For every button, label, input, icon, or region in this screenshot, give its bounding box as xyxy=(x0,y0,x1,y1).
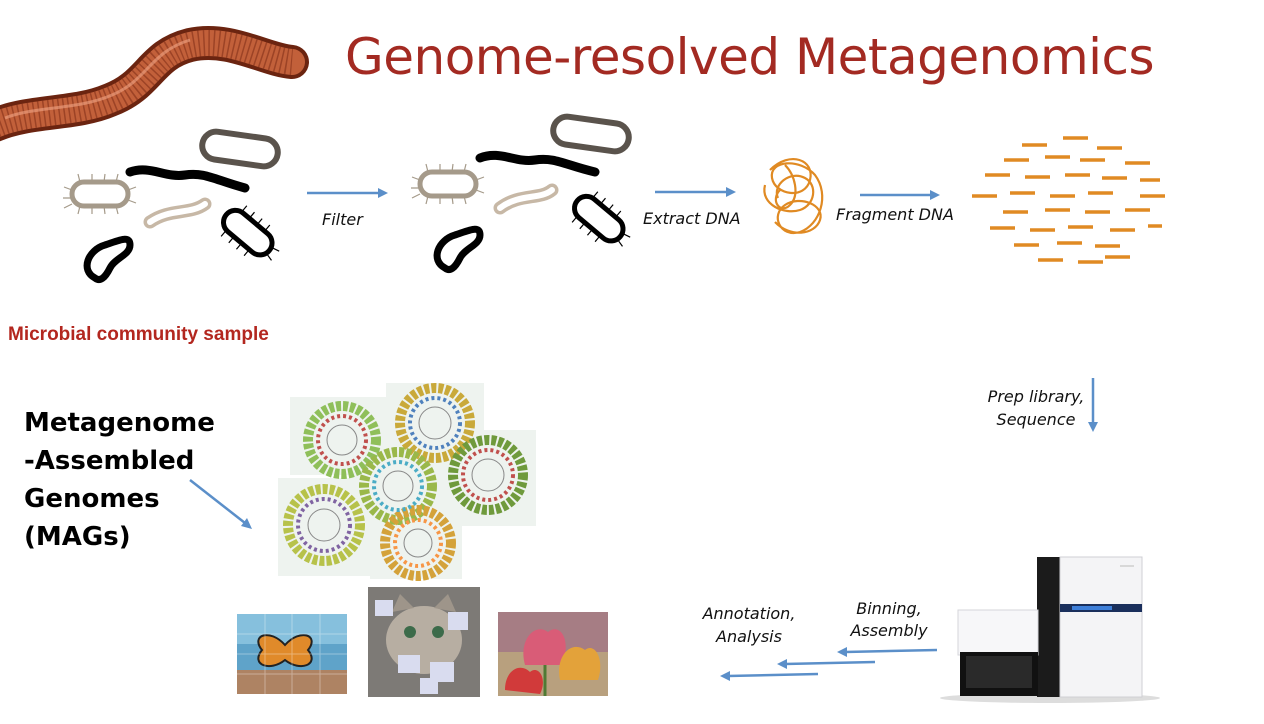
earthworm-image xyxy=(0,26,309,142)
prep-library-line2: Sequence xyxy=(996,410,1076,429)
page-title: Genome-resolved Metagenomics xyxy=(345,28,1155,86)
puzzle-butterfly-image xyxy=(237,614,347,694)
mags-line4: (MAGs) xyxy=(24,522,131,552)
sequencer-image xyxy=(940,556,1160,703)
arrow-annotation xyxy=(720,671,819,681)
arrow-binning xyxy=(837,647,938,657)
arrow-extract xyxy=(655,187,736,197)
fragment-dna-label: Fragment DNA xyxy=(836,205,954,224)
binning-line2: Assembly xyxy=(850,621,928,640)
extract-dna-label: Extract DNA xyxy=(643,209,741,228)
microbial-sample-label: Microbial community sample xyxy=(8,324,269,345)
arrow-mags xyxy=(189,479,252,529)
prep-library-line1: Prep library, xyxy=(987,387,1085,406)
annotation-line2: Analysis xyxy=(716,627,782,646)
binning-line1: Binning, xyxy=(856,599,922,618)
annotation-label: Annotation, Analysis xyxy=(694,602,804,648)
puzzle-tulips-image xyxy=(498,612,608,696)
dna-tangle xyxy=(763,158,824,235)
annotation-line1: Annotation, xyxy=(702,604,796,623)
arrow-fragment xyxy=(860,190,940,200)
puzzle-kitten-image xyxy=(368,587,480,697)
filter-label: Filter xyxy=(322,210,363,229)
mags-line3: Genomes xyxy=(24,484,160,514)
arrow-sequence xyxy=(1088,378,1098,432)
flow-arrows xyxy=(189,187,1098,681)
arrow-mid xyxy=(777,659,876,669)
microbes-community xyxy=(63,128,281,283)
binning-label: Binning, Assembly xyxy=(836,598,942,642)
mags-label: Metagenome -Assembled Genomes (MAGs) xyxy=(24,404,264,556)
dna-fragments xyxy=(972,136,1165,264)
mags-line1: Metagenome xyxy=(24,408,215,438)
mag-circular-genomes xyxy=(278,383,536,581)
microbes-filtered xyxy=(411,113,632,273)
prep-library-label: Prep library, Sequence xyxy=(976,385,1096,431)
mags-line2: -Assembled xyxy=(24,446,195,476)
arrow-filter xyxy=(307,188,388,198)
